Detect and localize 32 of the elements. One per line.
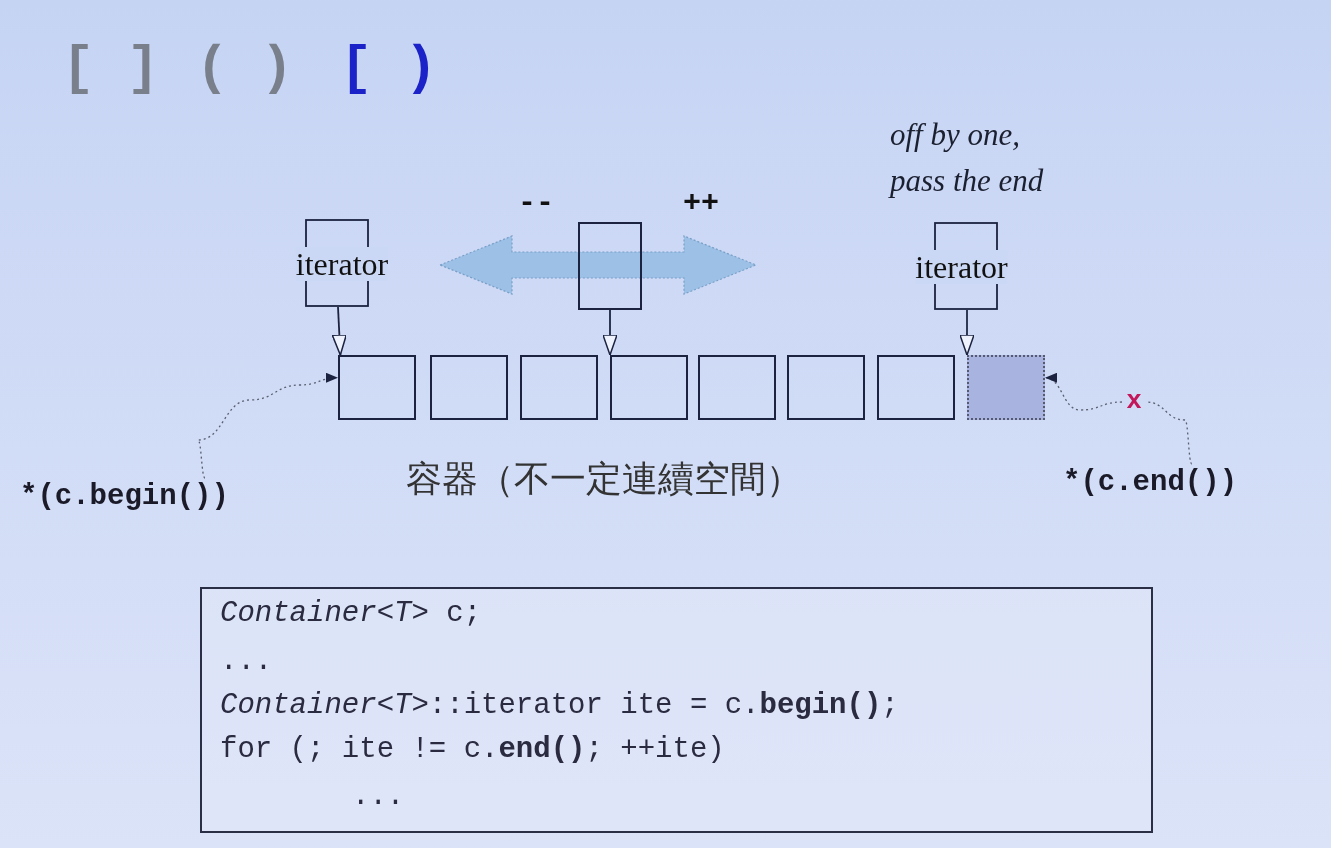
- operator-text: --: [518, 186, 554, 220]
- container-cell: [338, 355, 416, 420]
- code-box: [200, 587, 1153, 833]
- code-text: *(c.end()): [1063, 464, 1289, 502]
- iterator-box: [578, 222, 642, 310]
- pointer-line: [197, 373, 339, 479]
- arrow: [331, 306, 348, 356]
- container-cell: [520, 355, 598, 420]
- arrow: [602, 309, 618, 356]
- bracket-symbol: [ ]: [62, 38, 160, 99]
- code-text: *(c.begin()): [20, 478, 292, 516]
- arrow: [959, 309, 975, 356]
- container-cell: [787, 355, 865, 420]
- container-cell: [610, 355, 688, 420]
- operator-text: ++: [683, 186, 719, 220]
- iterator-label: iterator: [915, 250, 1008, 284]
- code-line: Container<T>::iterator ite = c.begin();: [220, 689, 899, 722]
- code-line: for (; ite != c.end(); ++ite): [220, 733, 725, 766]
- note-text: off by one, pass the end: [890, 116, 1045, 200]
- iterator-label: iterator: [295, 247, 389, 281]
- code-line: ...: [352, 780, 405, 813]
- caption-text: 容器（不一定連續空間）: [406, 457, 802, 501]
- code-line: ...: [220, 645, 273, 678]
- container-cell: [698, 355, 776, 420]
- cross-mark: x: [1122, 388, 1146, 416]
- code-line: Container<T> c;: [220, 597, 482, 630]
- container-cell: [877, 355, 955, 420]
- container-cell: [430, 355, 508, 420]
- bracket-symbol: ( ): [196, 38, 294, 99]
- pointer-line: [1044, 374, 1123, 411]
- bracket-symbol: [ ): [340, 38, 438, 99]
- container-cell: [967, 355, 1045, 420]
